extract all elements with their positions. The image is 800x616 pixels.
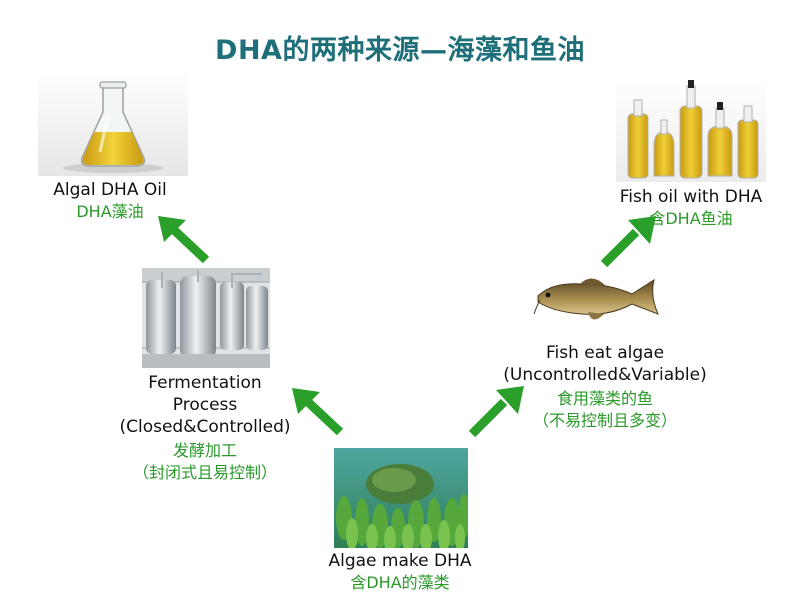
- algae-label-en: Algae make DHA: [300, 550, 500, 572]
- fish-image: [532, 268, 666, 334]
- fish-label-en-1: Fish eat algae: [500, 342, 710, 364]
- diagram-title: DHA的两种来源—海藻和鱼油: [0, 28, 800, 67]
- arrow-algae-to-fish: [462, 382, 532, 442]
- algal-oil-label-en: Algal DHA Oil: [20, 179, 200, 201]
- algae-underwater-image: [334, 448, 468, 548]
- fermentation-label-en-3: (Closed&Controlled): [98, 416, 312, 438]
- fermentation-label-en-2: Process: [110, 394, 300, 416]
- fermentation-label-cn-1: 发酵加工: [110, 440, 300, 462]
- fish-oil-label-en: Fish oil with DHA: [586, 186, 796, 208]
- arrow-algae-to-fermentation: [284, 384, 354, 442]
- arrow-fermentation-to-algal-oil: [150, 212, 220, 270]
- algae-label-cn: 含DHA的藻类: [300, 572, 500, 594]
- fermentation-label-en-1: Fermentation: [110, 372, 300, 394]
- arrow-fish-to-fish-oil: [594, 212, 664, 272]
- fermentation-label-cn-2: （封闭式且易控制）: [100, 462, 310, 484]
- fish-oil-bottles-image: [616, 76, 766, 182]
- algal-oil-flask-image: [38, 72, 188, 176]
- fermentation-tanks-image: [142, 268, 270, 368]
